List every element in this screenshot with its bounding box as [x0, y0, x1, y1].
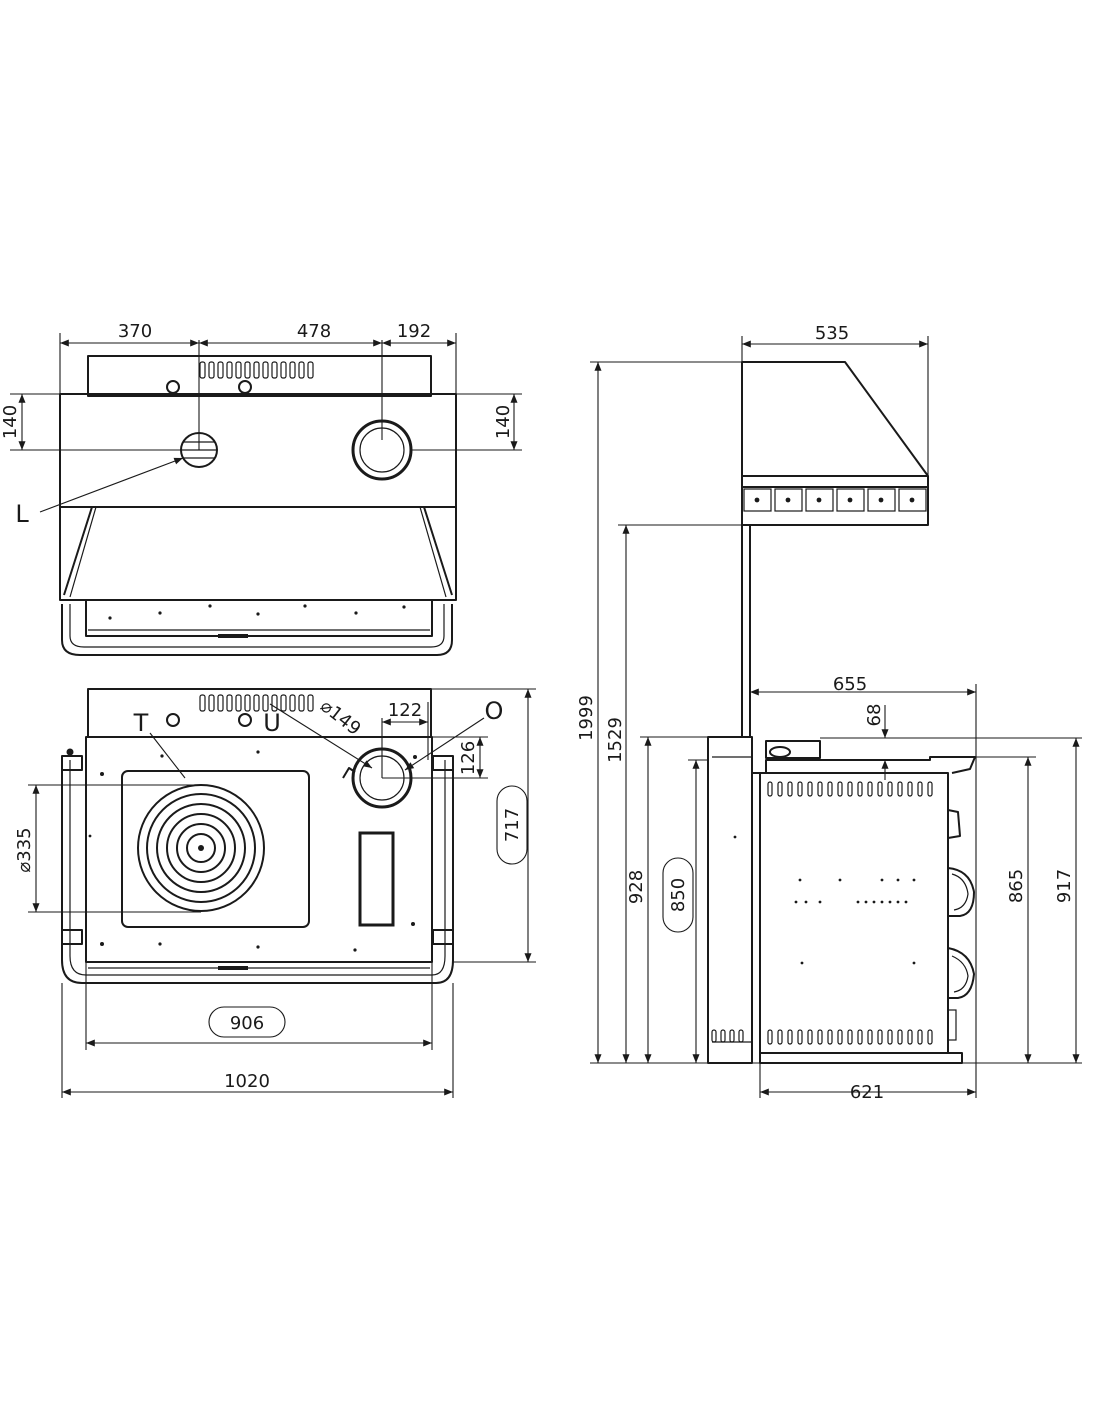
dim-total-width: 1020: [224, 1071, 270, 1092]
dim-outlet-offset-x: 122: [388, 700, 422, 721]
top-stove-body: [85, 599, 433, 637]
plan-vent-slots: [199, 694, 314, 712]
dim-left-width: 370: [118, 321, 152, 342]
dim-left-height: 140: [0, 405, 21, 439]
plan-view: ⌀335 ⌀149 122 126 717 906 1020 T U O: [14, 688, 536, 1098]
dim-body-depth: 655: [833, 674, 867, 695]
side-vents-top: [767, 781, 933, 797]
dim-max-height: 917: [1054, 869, 1075, 903]
dim-depth-box: [496, 785, 528, 865]
top-vent-slots: [199, 361, 314, 379]
top-body-dots: [108, 604, 406, 620]
hood-lower-frame: [59, 507, 457, 601]
plan-dots: [88, 750, 417, 952]
hotplate-rings: [137, 784, 265, 912]
side-main-body: [759, 772, 949, 1054]
dim-depth: 717: [502, 808, 523, 842]
top-screw-left: [166, 380, 180, 394]
top-back-panel: [87, 355, 432, 397]
side-top-knob: [765, 740, 821, 759]
dim-right-width: 192: [397, 321, 431, 342]
top-dimensions: [10, 333, 522, 513]
dim-top-offset: 68: [864, 704, 885, 727]
label-u: U: [263, 709, 281, 737]
side-handle-2: [947, 867, 975, 917]
side-base: [759, 1052, 963, 1064]
dim-hob-height-box: [662, 857, 694, 933]
side-handle-1: [947, 809, 961, 839]
plan-hob-body: [85, 736, 433, 963]
dim-total-height: 1999: [576, 695, 597, 741]
side-hood: [741, 361, 929, 526]
dim-inner-width: 906: [230, 1013, 264, 1034]
side-handle-3: [947, 947, 975, 999]
dim-hotplate-diameter: ⌀335: [14, 827, 35, 872]
dim-front-height: 865: [1006, 869, 1027, 903]
hood-trim-boxes: [743, 488, 927, 512]
side-dimensions: [590, 336, 1082, 1098]
plan-rail: [61, 760, 454, 984]
side-vents-bottom: [711, 1029, 933, 1045]
side-top-plate: [752, 756, 976, 774]
hood-chamfers: [63, 506, 453, 596]
dim-base-depth: 621: [850, 1082, 884, 1103]
dim-hood-bottom-height: 1529: [605, 717, 626, 763]
top-rail: [61, 604, 453, 656]
dim-right-height: 140: [493, 405, 514, 439]
top-screw-right: [238, 380, 252, 394]
label-l: L: [15, 500, 29, 528]
dim-circle-diameter: ⌀149: [316, 695, 365, 739]
side-back-column: [707, 736, 753, 1064]
dim-inner-width-box: [208, 1006, 286, 1038]
side-view: 535 1999 1529 928 850 655 68 865 917 621: [576, 323, 1082, 1103]
connection-u-mark: [342, 767, 356, 779]
hotplate-panel: [121, 770, 310, 928]
plan-dimensions: [28, 688, 536, 1098]
dim-top-height: 928: [626, 870, 647, 904]
side-body-dots: [733, 835, 916, 965]
label-o: O: [485, 697, 504, 725]
dim-hob-height: 850: [668, 878, 689, 912]
dim-middle-width: 478: [297, 321, 331, 342]
dim-outlet-offset-y: 126: [458, 741, 479, 775]
top-view: 370 478 192 140 140 L: [0, 321, 522, 656]
label-t: T: [133, 709, 149, 737]
dim-hood-depth: 535: [815, 323, 849, 344]
plan-rect-opening: [358, 831, 395, 927]
